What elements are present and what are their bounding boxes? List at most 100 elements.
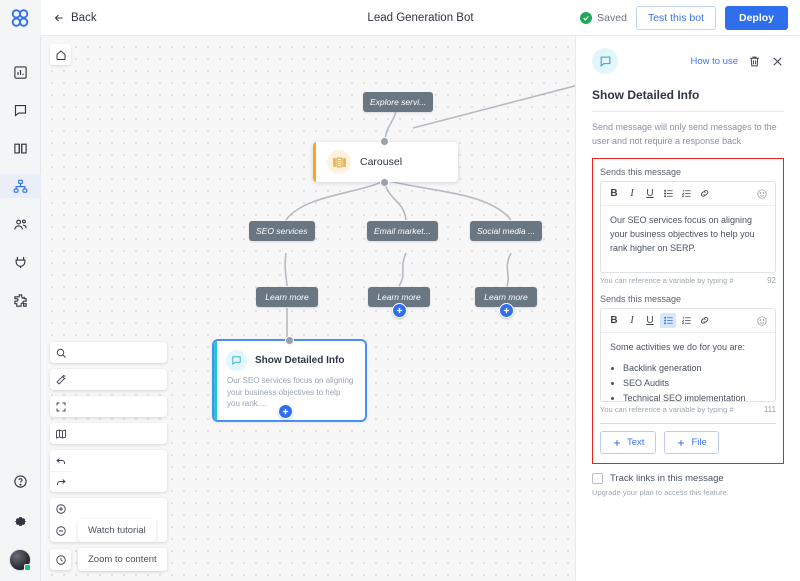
watch-tutorial-tooltip[interactable]: Watch tutorial (78, 519, 156, 542)
add-node-button[interactable] (278, 404, 293, 419)
how-to-use-link[interactable]: How to use (690, 55, 738, 67)
tool-group-3 (50, 396, 167, 417)
user-avatar[interactable] (9, 549, 31, 571)
variable-hint: You can reference a variable by typing # (600, 405, 734, 414)
bold-icon[interactable]: B (610, 315, 618, 326)
message-2-content[interactable]: Some activities we do for you are: Backl… (601, 333, 775, 401)
numbered-list-icon[interactable] (678, 313, 694, 328)
numbered-list-icon[interactable] (678, 186, 694, 201)
chip-label[interactable]: SEO services (249, 221, 315, 241)
add-node-button[interactable] (392, 303, 407, 318)
bullet-list-icon[interactable] (660, 313, 676, 328)
message-1-text[interactable]: Our SEO services focus on aligning your … (610, 215, 755, 253)
node-social-media[interactable]: Social media ... (470, 221, 543, 241)
map-icon[interactable] (50, 423, 71, 444)
zoom-in-icon[interactable] (50, 498, 71, 519)
panel-actions: How to use (690, 55, 784, 68)
chip-label[interactable]: Social media ... (470, 221, 543, 241)
underline-icon[interactable]: U (646, 188, 654, 199)
flow-canvas[interactable]: Explore servi... Carousel (41, 36, 575, 581)
chip-label[interactable]: Learn more (368, 287, 430, 307)
list-item: Backlink generation (623, 362, 766, 376)
emoji-icon[interactable] (754, 313, 770, 328)
magic-wand-icon[interactable] (50, 369, 71, 390)
message-bubble-icon (226, 350, 247, 371)
tool-group-1 (50, 342, 167, 363)
home-icon[interactable] (50, 44, 71, 65)
sidebar-item-chat[interactable] (0, 98, 41, 122)
close-icon[interactable] (771, 55, 784, 68)
add-file-button[interactable]: File (664, 431, 719, 454)
left-sidebar (0, 0, 41, 581)
workspace: Explore servi... Carousel (41, 36, 800, 581)
list-item: SEO Audits (623, 377, 766, 391)
bullet-list-icon[interactable] (660, 186, 676, 201)
node-carousel[interactable]: Carousel (313, 137, 458, 187)
gear-icon[interactable] (0, 509, 41, 533)
detail-card-title: Show Detailed Info (255, 355, 345, 366)
node-learn-more-email[interactable]: Learn more (368, 287, 430, 318)
zoom-to-content-tooltip[interactable]: Zoom to content (78, 548, 167, 571)
carousel-card[interactable]: Carousel (313, 142, 458, 182)
history-icon[interactable] (50, 549, 71, 570)
undo-icon[interactable] (50, 450, 71, 471)
sidebar-item-knowledge[interactable] (0, 136, 41, 160)
underline-icon[interactable]: U (646, 315, 654, 326)
sidebar-item-plugins[interactable] (0, 288, 41, 312)
chip-label[interactable]: Learn more (475, 287, 537, 307)
search-icon[interactable] (50, 342, 71, 363)
node-show-detailed-info[interactable]: Show Detailed Info Our SEO services focu… (214, 336, 365, 420)
check-circle-icon (580, 11, 593, 24)
app-logo[interactable] (0, 0, 41, 36)
variable-hint: You can reference a variable by typing # (600, 276, 734, 285)
node-explore-services[interactable]: Explore servi... (363, 92, 434, 112)
italic-icon[interactable]: I (630, 188, 634, 199)
italic-icon[interactable]: I (630, 315, 634, 326)
back-label: Back (71, 11, 97, 24)
card-accent-bar (313, 142, 316, 182)
zoom-out-icon[interactable] (50, 520, 71, 541)
node-port-bottom[interactable] (380, 178, 389, 187)
chip-label[interactable]: Email market... (367, 221, 438, 241)
emoji-icon[interactable] (754, 186, 770, 201)
character-count: 92 (767, 276, 776, 285)
node-seo-services[interactable]: SEO services (249, 221, 315, 241)
track-links-row[interactable]: Track links in this message (592, 473, 784, 484)
message-2-editor[interactable]: B I U (600, 308, 776, 402)
node-port-top[interactable] (285, 336, 294, 345)
help-icon[interactable] (0, 469, 41, 493)
tool-group-zoom: Watch tutorial (50, 498, 167, 542)
test-bot-button[interactable]: Test this bot (635, 5, 716, 30)
trash-icon[interactable] (748, 55, 761, 68)
message-1-toolbar: B I U (601, 182, 775, 206)
node-port-top[interactable] (380, 137, 389, 146)
node-learn-more-social[interactable]: Learn more (475, 287, 537, 318)
sidebar-item-contacts[interactable] (0, 212, 41, 236)
chip-label[interactable]: Learn more (256, 287, 318, 307)
sidebar-item-analytics[interactable] (0, 60, 41, 84)
status-badge: Saved (580, 11, 627, 24)
sidebar-item-flows[interactable] (0, 174, 41, 198)
chip-label[interactable]: Explore servi... (363, 92, 434, 112)
sidebar-item-integrations[interactable] (0, 250, 41, 274)
link-icon[interactable] (696, 186, 712, 201)
link-icon[interactable] (696, 313, 712, 328)
upgrade-note: Upgrade your plan to access this feature… (592, 488, 729, 497)
fullscreen-icon[interactable] (50, 396, 71, 417)
message-1-editor[interactable]: B I U (600, 181, 776, 273)
add-node-button[interactable] (499, 303, 514, 318)
carousel-title: Carousel (360, 156, 403, 168)
add-text-label: Text (627, 437, 645, 448)
canvas-toolbar: Watch tutorial Zoom to content (50, 342, 167, 571)
track-links-checkbox[interactable] (592, 473, 603, 484)
add-text-button[interactable]: Text (600, 431, 657, 454)
bold-icon[interactable]: B (610, 188, 618, 199)
node-email-marketing[interactable]: Email market... (367, 221, 438, 241)
message-1-meta: You can reference a variable by typing #… (600, 276, 776, 285)
deploy-button[interactable]: Deploy (724, 5, 788, 30)
node-learn-more-seo[interactable]: Learn more (256, 287, 318, 307)
back-button[interactable]: Back (53, 12, 97, 24)
redo-icon[interactable] (50, 471, 71, 492)
track-links-label: Track links in this message (610, 473, 724, 484)
message-2-meta: You can reference a variable by typing #… (600, 405, 776, 414)
